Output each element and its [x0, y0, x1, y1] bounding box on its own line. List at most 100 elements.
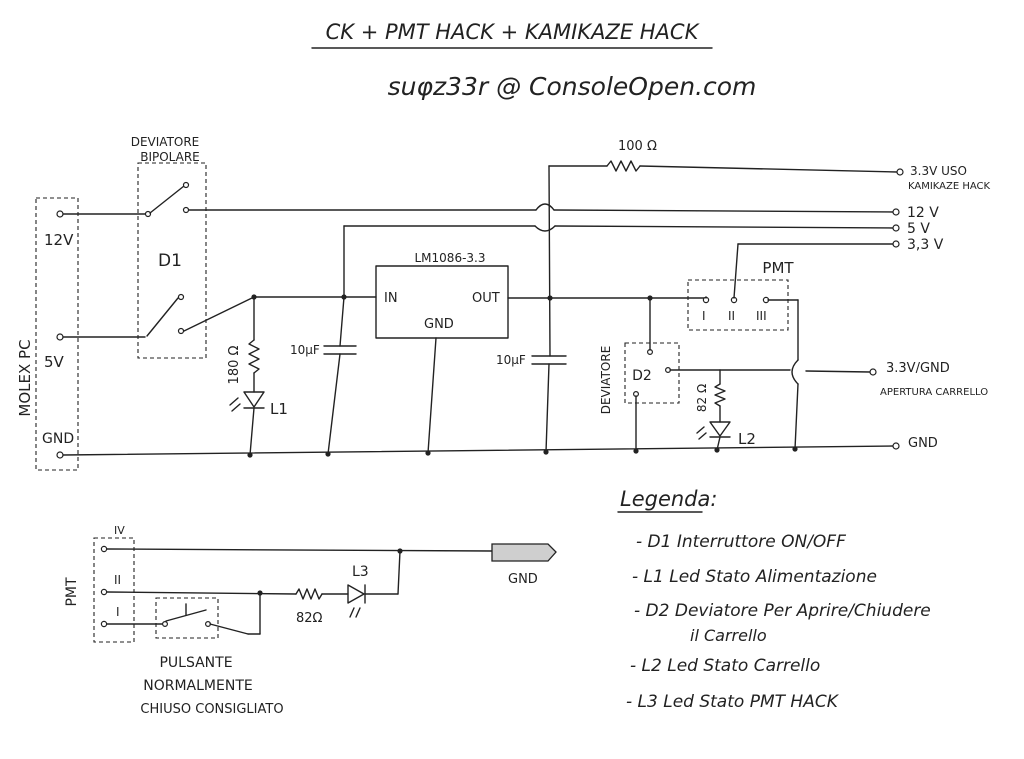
- resistor-l3-label: 82Ω: [296, 611, 323, 626]
- d2-side-label: DEVIATORE: [599, 346, 613, 415]
- terminal-33v: [892, 240, 900, 248]
- led-l3-label: L3: [352, 564, 369, 580]
- wire-cin-top: [339, 296, 345, 347]
- button-contact-a: [162, 620, 169, 627]
- pmt-connector-outline: [687, 279, 789, 331]
- d2-label: D2: [632, 368, 652, 384]
- pmt-bottom-label: PMT: [64, 577, 80, 607]
- out-tray-line2: APERTURA CARRELLO: [880, 387, 988, 398]
- legend-item-l3: - L3 Led Stato PMT HACK: [626, 692, 840, 712]
- legend-title: Legenda:: [620, 487, 717, 511]
- legend-item-l2: - L2 Led Stato Carrello: [630, 656, 820, 676]
- resistor-l2-label: 82 Ω: [695, 384, 709, 412]
- pmt-bottom-gnd-label: GND: [508, 572, 538, 587]
- terminal-gnd: [892, 442, 900, 450]
- pmt-bottom-pin1-label: I: [116, 605, 120, 619]
- regulator-pin-gnd: GND: [424, 317, 454, 332]
- wire-pmt-pin3-down-b: [794, 383, 799, 450]
- pmt-bottom-pin4-label: IV: [114, 524, 125, 537]
- d1-lower-blade: [146, 297, 179, 337]
- d1-upper-contact-b: [182, 206, 190, 214]
- pmt-title: PMT: [762, 259, 794, 277]
- wire-pmt-pin2-up: [733, 243, 739, 299]
- out-5v-label: 5 V: [907, 221, 930, 237]
- pmt-bottom-pin2-terminal: [100, 588, 108, 596]
- d2-switch-outline: [624, 342, 680, 404]
- led-l2-ray-2: [698, 432, 707, 440]
- led-l2-body: [709, 421, 731, 437]
- legend-item-d1: - D1 Interruttore ON/OFF: [636, 532, 846, 552]
- out-33v-label: 3,3 V: [907, 237, 944, 253]
- wire-button-out: [209, 623, 249, 635]
- wire-cin-bottom: [327, 353, 341, 455]
- cap-in-label: 10µF: [290, 343, 320, 357]
- wire-kamikaze-b: [639, 165, 898, 173]
- resistor-100-label: 100 Ω: [618, 139, 657, 154]
- wire-d2-out-b: [805, 370, 871, 373]
- led-l2-ray-1: [696, 426, 705, 434]
- out-12v-label: 12 V: [907, 205, 939, 221]
- led-l1-ray-1: [229, 397, 239, 406]
- led-l3-ray-2: [355, 607, 361, 618]
- legend-item-l1: - L1 Led Stato Alimentazione: [632, 567, 877, 587]
- molex-terminal-gnd: [56, 451, 64, 459]
- d1-switch-outline: [137, 162, 207, 359]
- regulator-pin-out: OUT: [472, 291, 500, 306]
- molex-label: MOLEX PC: [16, 339, 34, 416]
- led-l1-label: L1: [270, 400, 288, 418]
- wire-33v-vertical: [548, 165, 551, 357]
- cap-out-label: 10µF: [496, 353, 526, 367]
- molex-pin-gnd: GND: [42, 431, 74, 447]
- pmt-pin1-label: I: [702, 309, 706, 323]
- d1-title-line1: DEVIATORE: [131, 135, 200, 149]
- d1-upper-blade: [149, 185, 185, 214]
- wire-pmt-pin3-crossover: [791, 359, 799, 385]
- out-tray-line1: 3.3V/GND: [886, 361, 950, 376]
- button-label-line2: NORMALMENTE: [143, 678, 252, 694]
- led-l2-label: L2: [738, 430, 756, 448]
- molex-connector-outline: [35, 197, 79, 471]
- terminal-5v: [892, 224, 900, 232]
- regulator-pin-in: IN: [384, 291, 398, 306]
- pmt-bottom-pin4-terminal: [100, 545, 108, 553]
- button-outline: [155, 597, 219, 639]
- led-l3-ray-1: [349, 607, 355, 618]
- pmt-pin3-label: III: [756, 309, 767, 323]
- wire-l2-bottom: [716, 436, 721, 451]
- d1-upper-common: [144, 210, 152, 218]
- regulator-body: [375, 265, 509, 339]
- wire-pin4-to-gnd: [106, 548, 493, 552]
- schematic-title: CK + PMT HACK + KAMIKAZE HACK: [326, 20, 701, 44]
- terminal-kamikaze: [896, 168, 904, 176]
- wire-5v-rail-b: [554, 225, 894, 229]
- terminal-tray: [869, 368, 877, 376]
- wire-12v-rail-b: [553, 209, 894, 213]
- wire-pin2: [106, 591, 297, 595]
- d1-lower-contact-b: [177, 327, 185, 335]
- regulator-name: LM1086-3.3: [415, 251, 486, 265]
- legend-item-d2-cont: il Carrello: [690, 626, 767, 645]
- wire-5v-crossover: [534, 225, 556, 232]
- gnd-probe-icon: [491, 543, 557, 562]
- wire-cout-bottom: [545, 363, 550, 453]
- author-credit: suφz33r @ ConsoleOpen.com: [388, 72, 757, 101]
- d1-upper-contact-a: [182, 181, 190, 189]
- resistor-l1: [248, 339, 260, 374]
- molex-pin-5v: 5V: [44, 353, 65, 371]
- resistor-l2: [714, 383, 726, 407]
- junction-pin4-led: [397, 548, 403, 554]
- wire-d1-to-5v: [183, 296, 255, 332]
- resistor-100: [606, 160, 641, 172]
- d1-title-line2: BIPOLARE: [140, 150, 200, 164]
- pmt-bottom-pin1-terminal: [100, 620, 108, 628]
- resistor-l1-label: 180 Ω: [227, 346, 242, 385]
- molex-pin-12v: 12V: [44, 231, 74, 249]
- molex-terminal-5v: [56, 333, 64, 341]
- resistor-l3: [295, 588, 323, 600]
- button-label-line1: PULSANTE: [159, 655, 232, 671]
- button-label-line3: CHIUSO CONSIGLIATO: [140, 702, 283, 717]
- out-kamikaze-line2: KAMIKAZE HACK: [908, 181, 991, 192]
- out-gnd-label: GND: [908, 436, 938, 451]
- out-kamikaze-line1: 3.3V USO: [910, 164, 967, 178]
